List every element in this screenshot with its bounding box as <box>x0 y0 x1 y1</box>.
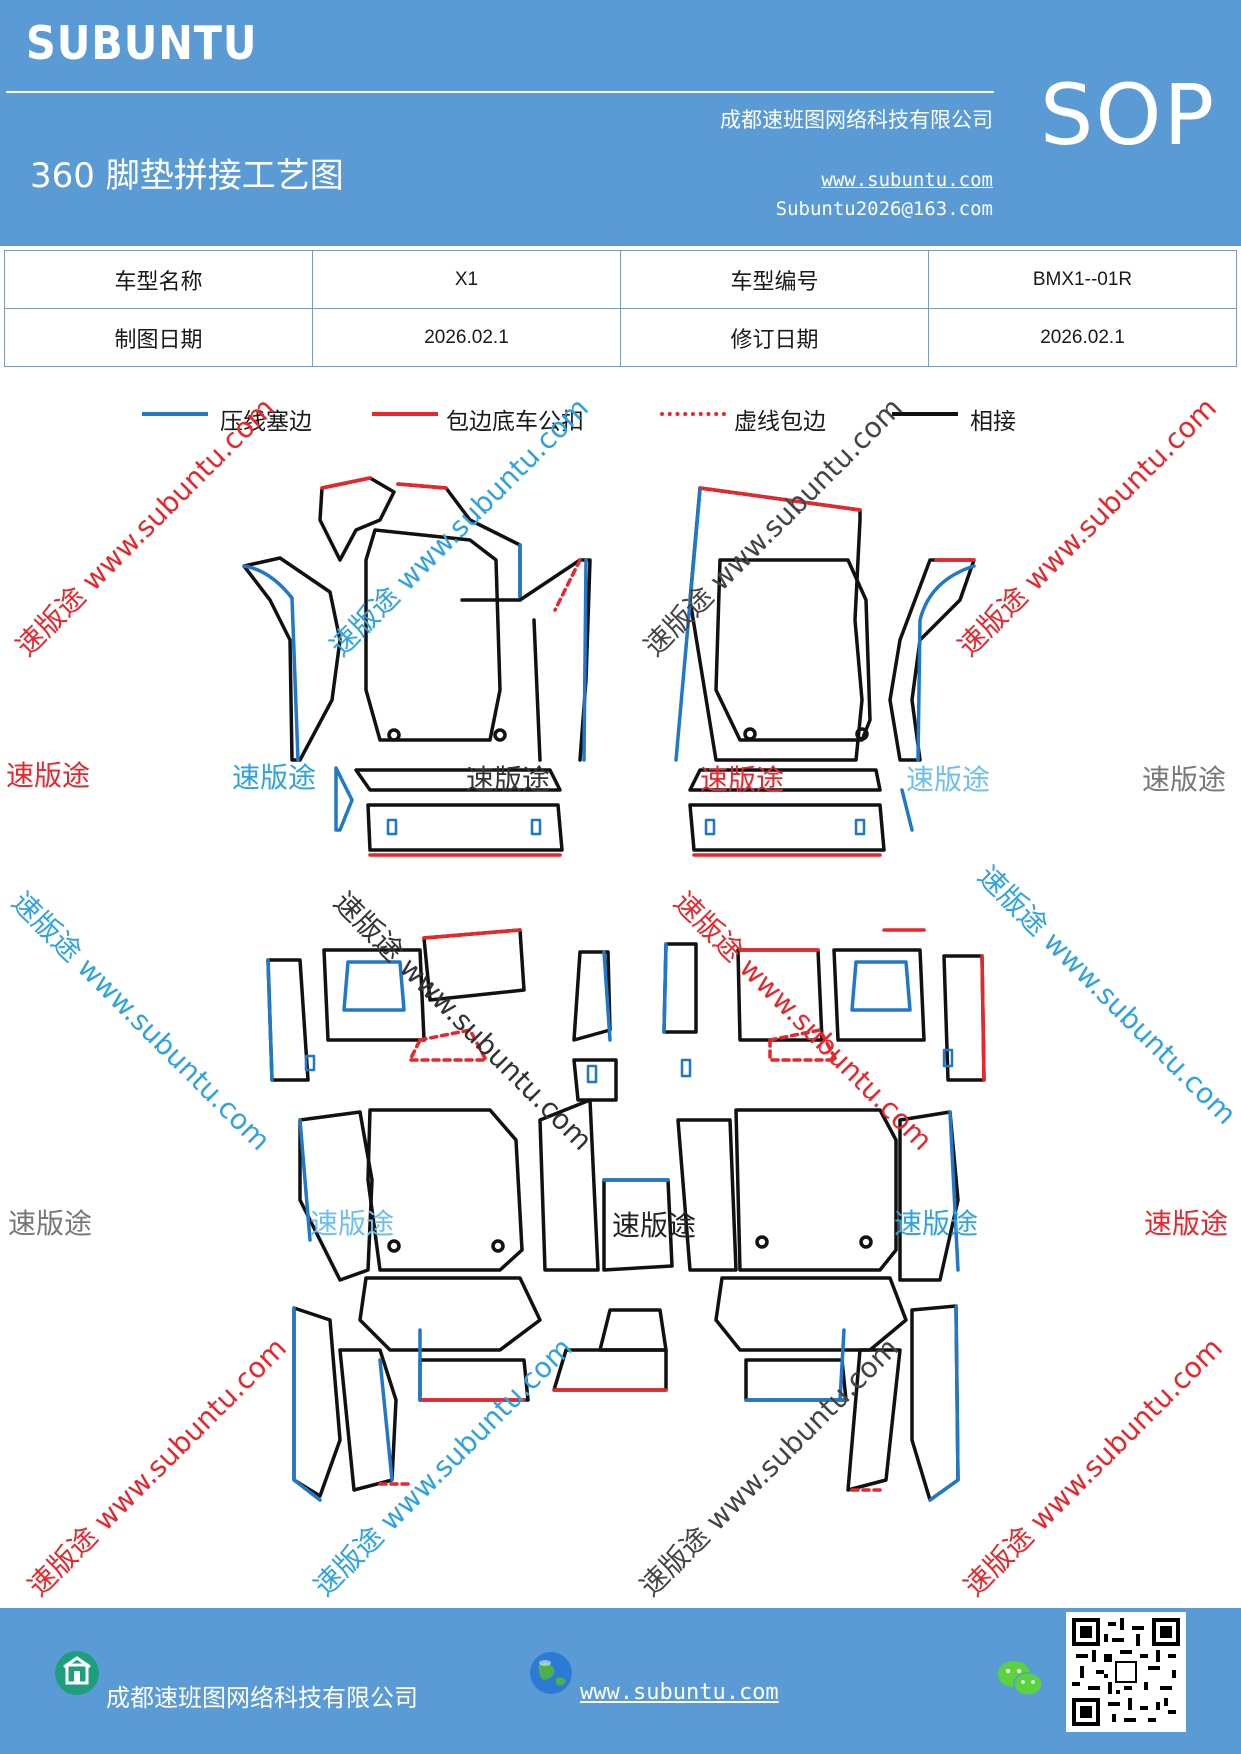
building-icon <box>55 1651 99 1695</box>
brand-logo: SUBUNTU <box>26 16 258 70</box>
globe-icon <box>530 1652 572 1694</box>
legend-blue-line <box>142 412 208 416</box>
info-table: 车型名称 X1 车型编号 BMX1--01R 制图日期 2026.02.1 修订… <box>4 250 1237 367</box>
header-website-link[interactable]: www.subuntu.com <box>821 169 993 191</box>
footer-company: 成都速班图网络科技有限公司 <box>106 1684 418 1712</box>
footer-website-link[interactable]: www.subuntu.com <box>580 1680 779 1705</box>
draw-date-label: 制图日期 <box>4 308 313 367</box>
header-company: 成都速班图网络科技有限公司 <box>720 108 993 132</box>
watermark-text: 速版途 <box>700 763 785 796</box>
model-name-value: X1 <box>312 250 621 309</box>
watermark-text: 速版途 <box>466 763 551 796</box>
legend-dashed-line <box>660 412 726 416</box>
floor-mat-pattern-diagram <box>242 476 986 1502</box>
revise-date-value: 2026.02.1 <box>928 308 1237 367</box>
page-footer: 成都速班图网络科技有限公司 www.subuntu.com <box>0 1608 1241 1754</box>
front-right-mat <box>674 486 976 857</box>
page-header: SUBUNTU 成都速班图网络科技有限公司 360 脚垫拼接工艺图 www.su… <box>0 0 1241 246</box>
rear-left-mat <box>266 928 618 1502</box>
legend-black-line <box>892 412 958 416</box>
draw-date-value: 2026.02.1 <box>312 308 621 367</box>
model-name-label: 车型名称 <box>4 250 313 309</box>
watermark-text: 速版途 <box>232 761 317 794</box>
sop-badge: SOP <box>1040 66 1217 164</box>
document-title: 360 脚垫拼接工艺图 <box>30 156 344 196</box>
wechat-icon[interactable] <box>996 1658 1044 1700</box>
watermark-text: 速版途 <box>8 1207 93 1240</box>
legend-pressed-edge: 压线塞边 <box>220 409 312 435</box>
qr-code-pattern <box>1072 1618 1180 1726</box>
watermark-text: 速版途 <box>310 1207 395 1240</box>
header-email: Subuntu2026@163.com <box>775 198 993 220</box>
legend-dashed-binding: 虚线包边 <box>734 409 826 435</box>
model-code-value: BMX1--01R <box>928 250 1237 309</box>
watermark-text: 速版途 <box>612 1209 697 1242</box>
front-left-mat <box>242 476 592 857</box>
table-row: 制图日期 2026.02.1 修订日期 2026.02.1 <box>4 308 1237 367</box>
watermark-text: 速版途 <box>906 763 991 796</box>
model-code-label: 车型编号 <box>620 250 929 309</box>
header-divider <box>6 91 994 93</box>
legend-binding-buckle: 包边底车公扣 <box>446 409 584 435</box>
qr-code[interactable] <box>1066 1612 1186 1732</box>
revise-date-label: 修订日期 <box>620 308 929 367</box>
table-row: 车型名称 X1 车型编号 BMX1--01R <box>4 250 1237 309</box>
watermark-text: 速版途 <box>6 759 91 792</box>
watermark-text: 速版途 <box>1142 763 1227 796</box>
watermark-text: 速版途 <box>1144 1207 1229 1240</box>
legend-red-line <box>372 412 438 416</box>
watermark-text: 速版途 <box>894 1207 979 1240</box>
rear-right-mat <box>662 928 986 1502</box>
rear-center-mat <box>552 1178 674 1392</box>
legend-joined: 相接 <box>970 409 1016 435</box>
